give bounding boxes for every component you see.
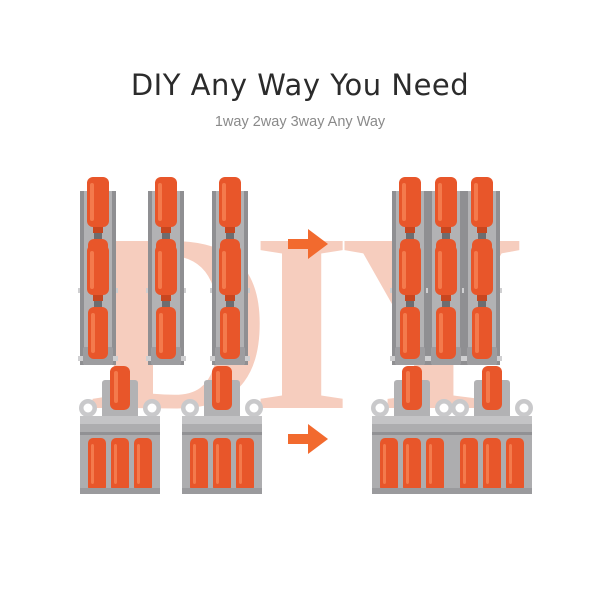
right-arrow-icon-top	[288, 229, 328, 259]
watermark-letter-i: I	[252, 182, 352, 464]
left-top-connector-2	[146, 177, 186, 365]
right-bottom-splice-group	[371, 366, 533, 494]
right-top-connector-group	[390, 177, 502, 365]
left-top-connector-1	[78, 177, 118, 365]
page-title: DIY Any Way You Need	[130, 68, 470, 102]
left-bottom-splice-2	[181, 366, 263, 494]
page-subtitle: 1way 2way 3way Any Way	[214, 114, 386, 130]
right-arrow-icon-bottom	[288, 424, 328, 454]
left-top-connector-3	[210, 177, 250, 365]
left-bottom-splice-1	[79, 366, 161, 494]
